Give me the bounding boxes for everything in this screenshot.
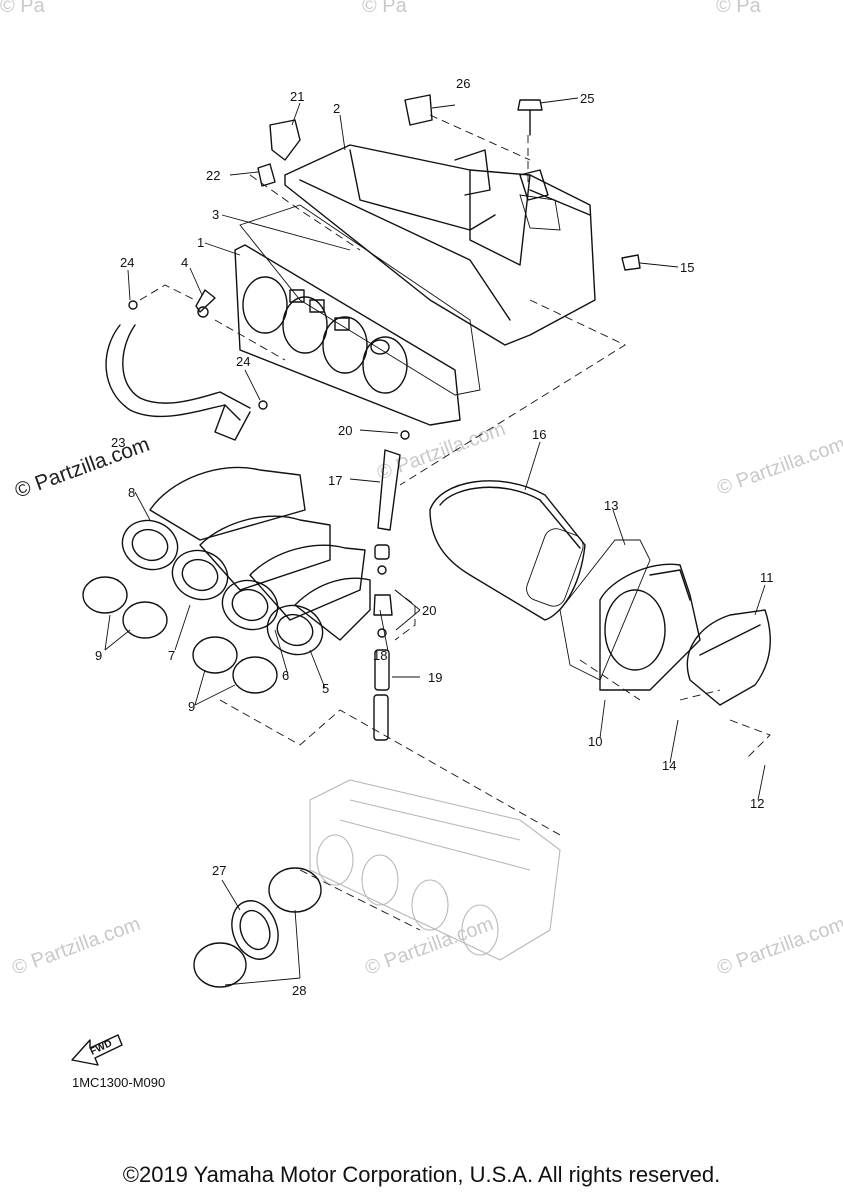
callout-20-lower: 20: [422, 603, 436, 618]
watermark-right: © Partzilla.com: [714, 433, 843, 500]
callout-5: 5: [322, 681, 329, 696]
drain-hose: [373, 449, 401, 741]
callout-22: 22: [206, 168, 220, 183]
callout-21: 21: [290, 89, 304, 104]
callout-2: 2: [333, 101, 340, 116]
callout-17: 17: [328, 473, 342, 488]
callout-10: 10: [588, 734, 602, 749]
part-callouts: 21 2 26 25 22 3 1 15 24 4 24 20 23 16 17…: [95, 76, 774, 998]
callout-11: 11: [760, 570, 774, 585]
duct-cover: [686, 609, 771, 706]
intake-cover: [599, 563, 701, 691]
small-fasteners: [128, 94, 641, 440]
forward-arrow-icon: FWD: [71, 1034, 123, 1066]
air-filter-element: [429, 480, 586, 621]
intake-joints: [121, 466, 371, 656]
callout-18: 18: [373, 648, 387, 663]
watermark-top-mid: © Pa: [362, 0, 408, 17]
air-box-housing: [284, 144, 596, 346]
callout-15: 15: [680, 260, 694, 275]
callout-6: 6: [282, 668, 289, 683]
watermark-center: © Partzilla.com: [374, 418, 508, 485]
callout-3: 3: [212, 207, 219, 222]
breather-hose: [105, 324, 251, 441]
callout-14: 14: [662, 758, 676, 773]
callout-9-upper: 9: [95, 648, 102, 663]
air-box-gasket: [239, 204, 481, 396]
callout-9-lower: 9: [188, 699, 195, 714]
callout-28: 28: [292, 983, 306, 998]
callout-1: 1: [197, 235, 204, 250]
watermark-bottom-right: © Partzilla.com: [714, 913, 843, 980]
callout-24-lower: 24: [236, 354, 250, 369]
callout-23: 23: [111, 435, 125, 450]
diagram-code: 1MC1300-M090: [72, 1075, 166, 1090]
watermark-bottom-mid: © Partzilla.com: [362, 913, 496, 980]
watermarks: © Pa © Pa © Pa © Partzilla.com © Partzil…: [0, 0, 843, 980]
callout-13: 13: [604, 498, 618, 513]
callout-8: 8: [128, 485, 135, 500]
watermark-top-left: © Pa: [0, 0, 46, 17]
throttle-body-reference: [309, 779, 561, 961]
air-box-base-plate: [234, 244, 461, 426]
watermark-bottom-left: © Partzilla.com: [9, 913, 143, 980]
callout-27: 27: [212, 863, 226, 878]
callout-20-upper: 20: [338, 423, 352, 438]
lower-joint-clamps: [193, 867, 322, 988]
callout-25: 25: [580, 91, 594, 106]
callout-12: 12: [750, 796, 764, 811]
watermark-top-right: © Pa: [716, 0, 762, 17]
callout-24-upper: 24: [120, 255, 134, 270]
callout-19: 19: [428, 670, 442, 685]
hose-clamps: [82, 576, 278, 694]
copyright-footer: ©2019 Yamaha Motor Corporation, U.S.A. A…: [122, 1162, 721, 1187]
filter-seal: [559, 539, 651, 681]
callout-26: 26: [456, 76, 470, 91]
assembly-lines: [139, 114, 771, 931]
leader-lines: [104, 97, 766, 986]
callout-7: 7: [168, 648, 175, 663]
callout-16: 16: [532, 427, 546, 442]
callout-4: 4: [181, 255, 188, 270]
